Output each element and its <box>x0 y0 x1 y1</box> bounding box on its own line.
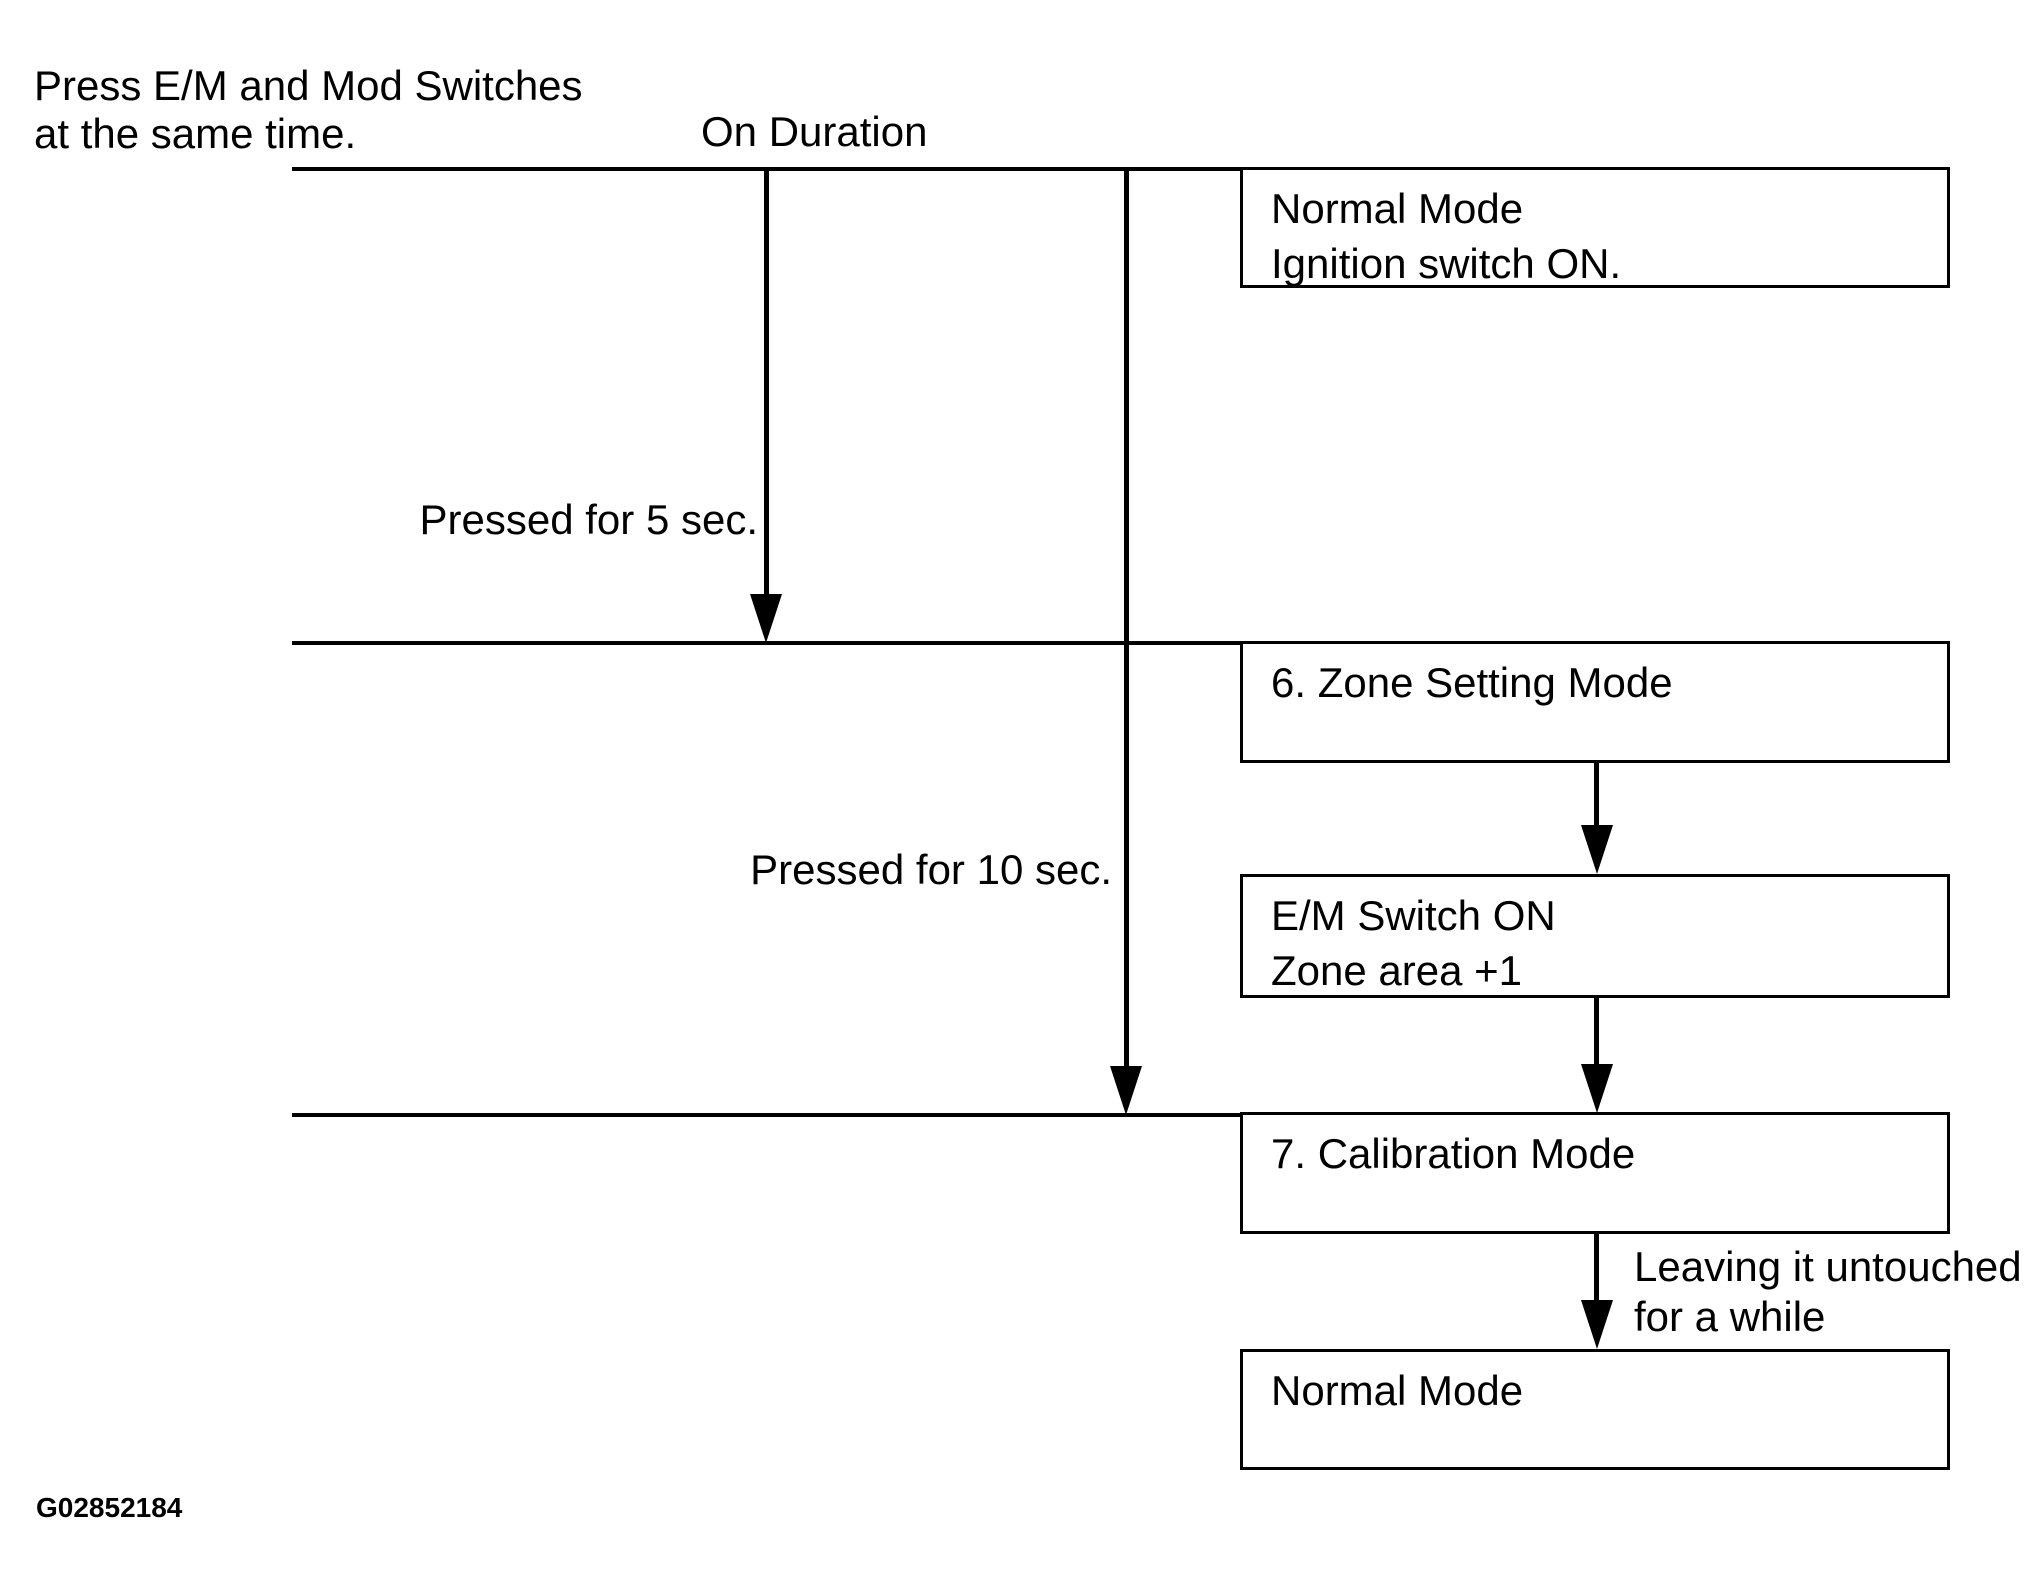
pressed-5s-arrow-stem <box>764 169 769 596</box>
node-normal-mode-top-line2: Ignition switch ON. <box>1271 240 1622 287</box>
em-to-calibration-arrow-stem <box>1594 998 1599 1067</box>
pressed-10s-label: Pressed for 10 sec. <box>750 846 1112 893</box>
instruction-note-line2: at the same time. <box>34 110 357 157</box>
pressed-10s-arrow-stem <box>1124 169 1129 1069</box>
pressed-5s-label: Pressed for 5 sec. <box>419 496 758 543</box>
timeline-rule-middle <box>292 641 1240 645</box>
instruction-note-line1: Press E/M and Mod Switches <box>34 62 583 109</box>
on-duration-label: On Duration <box>701 108 928 155</box>
node-normal-mode-top: Normal Mode Ignition switch ON. <box>1240 167 1950 288</box>
node-zone-setting-mode: 6. Zone Setting Mode <box>1240 641 1950 763</box>
leaving-untouched-label-line1: Leaving it untouched <box>1634 1243 2022 1290</box>
node-normal-mode-bottom: Normal Mode <box>1240 1349 1950 1470</box>
node-em-switch-on: E/M Switch ON Zone area +1 <box>1240 874 1950 998</box>
em-to-calibration-arrowhead-down-icon <box>1581 1064 1613 1113</box>
leaving-untouched-label: Leaving it untouched for a while <box>1634 1242 2022 1342</box>
figure-id-label: G02852184 <box>36 1492 183 1523</box>
zone-to-em-arrowhead-down-icon <box>1581 825 1613 874</box>
node-normal-mode-bottom-line1: Normal Mode <box>1271 1367 1524 1414</box>
pressed-10s-arrowhead-down-icon <box>1110 1066 1142 1115</box>
pressed-5s-arrowhead-down-icon <box>750 594 782 643</box>
calibration-to-normal-arrowhead-down-icon <box>1581 1300 1613 1349</box>
zone-to-em-arrow-stem <box>1594 763 1599 827</box>
instruction-note: Press E/M and Mod Switches at the same t… <box>34 62 583 158</box>
calibration-to-normal-arrow-stem <box>1594 1234 1599 1302</box>
node-calibration-mode: 7. Calibration Mode <box>1240 1112 1950 1234</box>
node-em-switch-on-line2: Zone area +1 <box>1271 947 1523 994</box>
node-em-switch-on-line1: E/M Switch ON <box>1271 892 1556 939</box>
timeline-rule-bottom <box>292 1113 1240 1117</box>
node-zone-setting-mode-line1: 6. Zone Setting Mode <box>1271 659 1673 706</box>
node-normal-mode-top-line1: Normal Mode <box>1271 185 1524 232</box>
node-calibration-mode-line1: 7. Calibration Mode <box>1271 1130 1636 1177</box>
leaving-untouched-label-line2: for a while <box>1634 1293 1826 1340</box>
